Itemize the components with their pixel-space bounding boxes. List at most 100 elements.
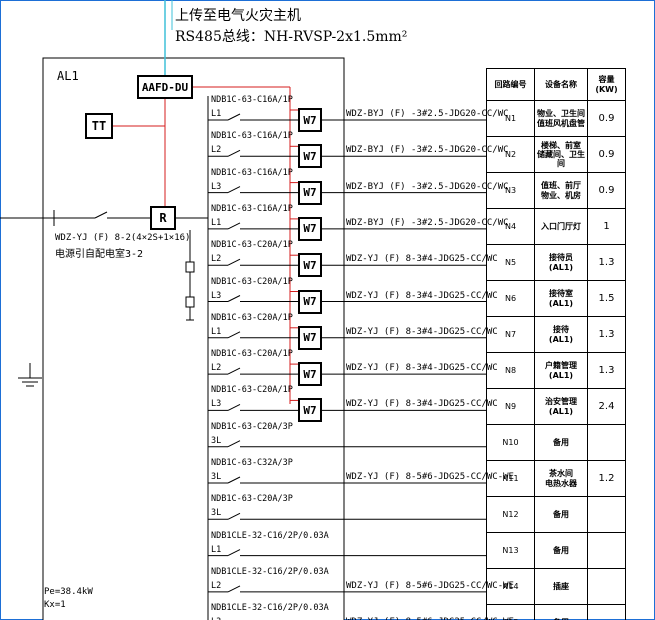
footer-demand: Kx=1 bbox=[44, 600, 66, 610]
monitor-module-w7: W7 bbox=[298, 398, 322, 423]
phase-label: L2 bbox=[211, 145, 222, 156]
table-cell-name: 备用 bbox=[534, 424, 588, 461]
breaker-blade bbox=[227, 549, 241, 557]
table-cell-name: 入口门厅灯 bbox=[534, 208, 588, 245]
breaker-blade bbox=[227, 258, 241, 266]
table-cell-id: N13 bbox=[486, 532, 535, 569]
table-cell-name: 物业、卫生间 值班风机盘管 bbox=[534, 100, 588, 137]
incoming-source-label: 电源引自配电室3-2 bbox=[55, 249, 144, 260]
phase-label: L1 bbox=[211, 217, 222, 228]
table-cell-id: N1 bbox=[486, 100, 535, 137]
feeder-cable-label: WDZ-YJ (F) 8-5#6-JDG25-CC/WC-WE bbox=[346, 472, 514, 482]
upload-label: 上传至电气火灾主机 bbox=[175, 8, 301, 24]
table-cell-name: 插座 bbox=[534, 568, 588, 605]
table-cell-kw: 0.9 bbox=[587, 172, 626, 209]
phase-label: 3L bbox=[211, 472, 222, 482]
table-cell-name: 备用 bbox=[534, 604, 588, 620]
fuse-symbol-2 bbox=[185, 296, 195, 308]
table-cell-kw: 0.9 bbox=[587, 136, 626, 173]
table-cell-kw: 2.4 bbox=[587, 388, 626, 425]
feeder-cable-label: WDZ-YJ (F) 8-3#4-JDG25-CC/WC bbox=[346, 363, 498, 374]
table-cell-name: 接待 (AL1) bbox=[534, 316, 588, 353]
panel-name: AL1 bbox=[57, 69, 79, 83]
phase-label: L3 bbox=[211, 181, 222, 192]
panel-outline bbox=[42, 57, 345, 620]
monitor-unit: AAFD-DU bbox=[137, 75, 193, 99]
breaker-label: NDB1CLE-32-C16/2P/0.03A bbox=[211, 603, 329, 614]
breaker-label: NDB1C-63-C20A/3P bbox=[211, 421, 293, 432]
feeder-cable-label: WDZ-BYJ (F) -3#2.5-JDG20-CC/WC bbox=[346, 217, 509, 228]
fuse-symbol bbox=[185, 261, 195, 273]
table-cell-id: N2 bbox=[486, 136, 535, 173]
table-cell-name: 接待室 (AL1) bbox=[534, 280, 588, 317]
breaker-label: NDB1CLE-32-C16/2P/0.03A bbox=[211, 530, 329, 541]
table-cell-name: 备用 bbox=[534, 496, 588, 533]
breaker-label: NDB1CLE-32-C16/2P/0.03A bbox=[211, 566, 329, 577]
main-switch-blade bbox=[94, 211, 108, 219]
table-cell-kw: 1.3 bbox=[587, 316, 626, 353]
table-cell-id: N8 bbox=[486, 352, 535, 389]
table-cell-kw: 1 bbox=[587, 208, 626, 245]
table-cell-id: N6 bbox=[486, 280, 535, 317]
phase-label: L1 bbox=[211, 544, 222, 555]
table-row: N15备用 bbox=[486, 604, 626, 620]
feeder-cable-label: WDZ-YJ (F) 8-3#4-JDG25-CC/WC bbox=[346, 399, 498, 410]
monitor-module-w7: W7 bbox=[298, 253, 322, 278]
table-header-row: 回路编号设备名称容量 (KW) bbox=[486, 68, 626, 101]
table-header-cell: 回路编号 bbox=[486, 68, 535, 101]
residual-current-sensor: R bbox=[150, 206, 176, 230]
footer-power: Pe=38.4kW bbox=[44, 587, 93, 597]
table-cell-id: N10 bbox=[486, 424, 535, 461]
phase-label: 3L bbox=[211, 508, 222, 519]
breaker-label: NDB1C-63-C16A/1P bbox=[211, 203, 293, 214]
table-cell-name: 楼梯、前室 储藏间、卫生 间 bbox=[534, 136, 588, 173]
breaker-blade bbox=[227, 149, 241, 157]
breaker-blade bbox=[227, 512, 241, 520]
breaker-label: NDB1C-63-C16A/1P bbox=[211, 167, 293, 178]
breaker-label: NDB1C-63-C16A/1P bbox=[211, 131, 293, 142]
phase-label: L3 bbox=[211, 399, 222, 410]
breaker-label: NDB1C-63-C20A/1P bbox=[211, 312, 293, 323]
table-cell-id: N7 bbox=[486, 316, 535, 353]
table-cell-id: N5 bbox=[486, 244, 535, 281]
breaker-blade bbox=[227, 585, 241, 593]
table-cell-id: N9 bbox=[486, 388, 535, 425]
table-cell-name: 值班、前厅 物业、机房 bbox=[534, 172, 588, 209]
table-cell-kw: 1.3 bbox=[587, 244, 626, 281]
breaker-blade bbox=[227, 403, 241, 411]
monitor-module-w7: W7 bbox=[298, 289, 322, 314]
breaker-blade bbox=[227, 113, 241, 121]
table-header-cell: 容量 (KW) bbox=[587, 68, 626, 101]
breaker-blade bbox=[227, 367, 241, 375]
monitor-module-w7: W7 bbox=[298, 362, 322, 387]
breaker-label: NDB1C-63-C20A/1P bbox=[211, 240, 293, 251]
breaker-blade bbox=[227, 331, 241, 339]
feeder-cable-label: WDZ-YJ (F) 8-3#4-JDG25-CC/WC bbox=[346, 254, 498, 265]
table-cell-kw: 1.5 bbox=[587, 280, 626, 317]
breaker-label: NDB1C-63-C16A/1P bbox=[211, 95, 293, 105]
phase-label: L3 bbox=[211, 290, 222, 301]
monitor-module-w7: W7 bbox=[298, 144, 322, 169]
phase-label: L1 bbox=[211, 109, 222, 119]
table-cell-id: N15 bbox=[486, 604, 535, 620]
table-cell-id: N12 bbox=[486, 496, 535, 533]
feeder-cable-label: WDZ-BYJ (F) -3#2.5-JDG20-CC/WC bbox=[346, 109, 509, 119]
table-cell-name: 治安管理 (AL1) bbox=[534, 388, 588, 425]
monitor-module-w7: W7 bbox=[298, 108, 322, 132]
feeder-cable-label: WDZ-YJ (F) 8-5#6-JDG25-CC/WC-WE bbox=[346, 618, 514, 620]
table-cell-kw bbox=[587, 424, 626, 461]
table-cell-kw bbox=[587, 604, 626, 620]
breaker-label: NDB1C-63-C32A/3P bbox=[211, 458, 293, 468]
table-cell-id: N4 bbox=[486, 208, 535, 245]
incoming-cable-label: WDZ-YJ (F) 8-2(4×2S+1×16) bbox=[55, 233, 191, 243]
monitor-module-w7: W7 bbox=[298, 325, 322, 350]
table-cell-id: N14 bbox=[486, 568, 535, 605]
